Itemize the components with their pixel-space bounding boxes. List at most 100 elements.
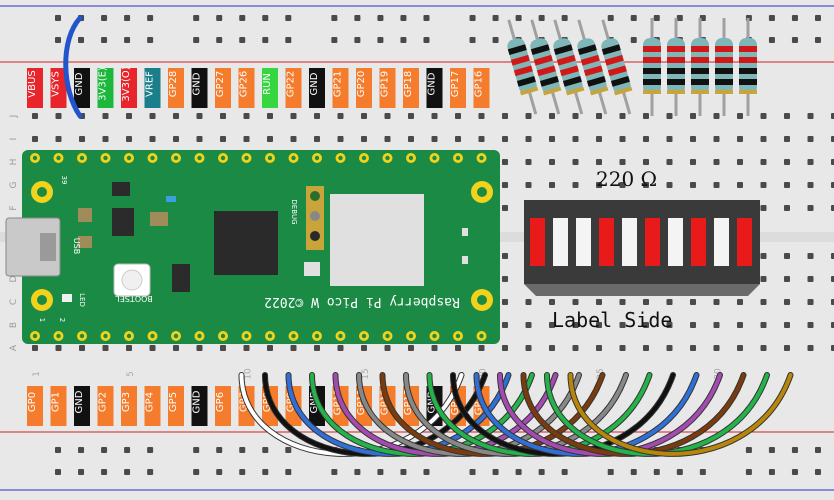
- breadboard-hole: [619, 113, 626, 119]
- breadboard-hole: [737, 136, 743, 142]
- breadboard-hole: [502, 205, 508, 211]
- breadboard-hole: [784, 345, 790, 351]
- pin-label-box: [121, 68, 137, 108]
- rail-hole: [262, 15, 269, 21]
- breadboard-hole: [784, 113, 790, 119]
- rail-hole: [55, 15, 61, 21]
- blue-jumper-wire: [63, 15, 83, 119]
- breadboard-hole: [596, 299, 602, 305]
- rail-hole: [55, 469, 61, 475]
- resistor: [739, 18, 757, 116]
- resistor-value-label: 220 Ω: [596, 167, 657, 191]
- breadboard-hole: [126, 136, 132, 142]
- rail-hole: [492, 15, 499, 21]
- led-label: LED: [78, 293, 86, 307]
- pin-label: GP22: [286, 71, 297, 98]
- rail-hole: [676, 469, 683, 475]
- breadboard-hole: [643, 345, 649, 351]
- breadboard-hole: [713, 322, 720, 328]
- breadboard-hole: [384, 113, 391, 119]
- breadboard-hole: [502, 159, 508, 165]
- breadboard-hole: [713, 159, 720, 165]
- breadboard-hole: [760, 299, 767, 305]
- pin-label: GP27: [215, 71, 226, 98]
- breadboard-hole: [455, 345, 461, 351]
- pin-label-box: [50, 386, 67, 426]
- rail-hole: [101, 447, 108, 453]
- rail-hole: [193, 15, 200, 21]
- rail-hole: [193, 37, 200, 43]
- bootsel-label: BOOTSEL: [115, 294, 153, 303]
- breadboard-hole: [831, 205, 834, 211]
- breadboard-hole: [596, 322, 602, 328]
- pin-label: GP6: [215, 392, 226, 412]
- breadboard-hole: [690, 136, 696, 142]
- rail-hole: [354, 469, 361, 475]
- led-segment: [737, 218, 752, 266]
- breadboard-hole: [784, 182, 790, 188]
- breadboard-hole: [502, 299, 508, 305]
- breadboard-hole: [596, 159, 602, 165]
- breadboard-hole: [690, 182, 696, 188]
- rail-hole: [814, 469, 821, 475]
- rail-hole: [285, 37, 292, 43]
- rail-hole: [768, 15, 775, 21]
- breadboard-hole: [807, 205, 814, 211]
- breadboard-hole: [337, 136, 344, 142]
- pin-label: GP21: [333, 71, 344, 98]
- breadboard-hole: [79, 345, 85, 351]
- pin-label-box: [191, 68, 208, 108]
- breadboard-hole: [807, 182, 814, 188]
- breadboard-hole: [737, 345, 743, 351]
- rail-hole: [814, 447, 821, 453]
- pin-label: GP4: [145, 392, 156, 412]
- pin-label: VBUS: [27, 70, 38, 97]
- breadboard-hole: [784, 159, 790, 165]
- pin-label: GP0: [27, 392, 38, 412]
- rail-hole: [377, 37, 384, 43]
- rail-hole: [676, 15, 683, 21]
- led-bar-label: Label Side: [552, 308, 672, 332]
- breadboard-hole: [267, 136, 273, 142]
- breadboard-hole: [290, 136, 297, 142]
- breadboard-hole: [784, 322, 790, 328]
- breadboard-hole: [666, 113, 673, 119]
- breadboard-hole: [196, 136, 203, 142]
- breadboard-hole: [525, 299, 532, 305]
- breadboard-hole: [502, 253, 508, 259]
- pin-label-box: [97, 386, 114, 426]
- breadboard-hole: [502, 136, 508, 142]
- breadboard-hole: [243, 113, 250, 119]
- rail-hole: [78, 37, 85, 43]
- breadboard-hole: [502, 322, 508, 328]
- resistor: [643, 18, 661, 116]
- breadboard-hole: [267, 345, 273, 351]
- breadboard-hole: [760, 136, 767, 142]
- led: [62, 294, 72, 302]
- breadboard-hole: [55, 136, 62, 142]
- breadboard-hole: [173, 136, 179, 142]
- breadboard-hole: [431, 136, 438, 142]
- rail-hole: [285, 447, 292, 453]
- rp2040-chip: [214, 211, 278, 275]
- pin-label-box: [473, 68, 490, 108]
- pin-label: GP1: [51, 392, 62, 412]
- breadboard-hole: [690, 113, 696, 119]
- column-marker: 5: [126, 371, 136, 377]
- pin-label: 3V3(E): [98, 67, 109, 101]
- pin-label-box: [168, 386, 184, 426]
- rail-hole: [377, 15, 384, 21]
- led-segment: [714, 218, 729, 266]
- breadboard-hole: [408, 113, 414, 119]
- breadboard-hole: [596, 345, 602, 351]
- breadboard-hole: [737, 159, 743, 165]
- breadboard-hole: [32, 345, 38, 351]
- breadboard-hole: [666, 345, 673, 351]
- pin-label-box: [356, 68, 372, 108]
- breadboard-hole: [290, 345, 297, 351]
- breadboard-hole: [807, 136, 814, 142]
- breadboard-hole: [760, 113, 767, 119]
- breadboard-hole: [502, 276, 508, 282]
- breadboard-hole: [32, 136, 38, 142]
